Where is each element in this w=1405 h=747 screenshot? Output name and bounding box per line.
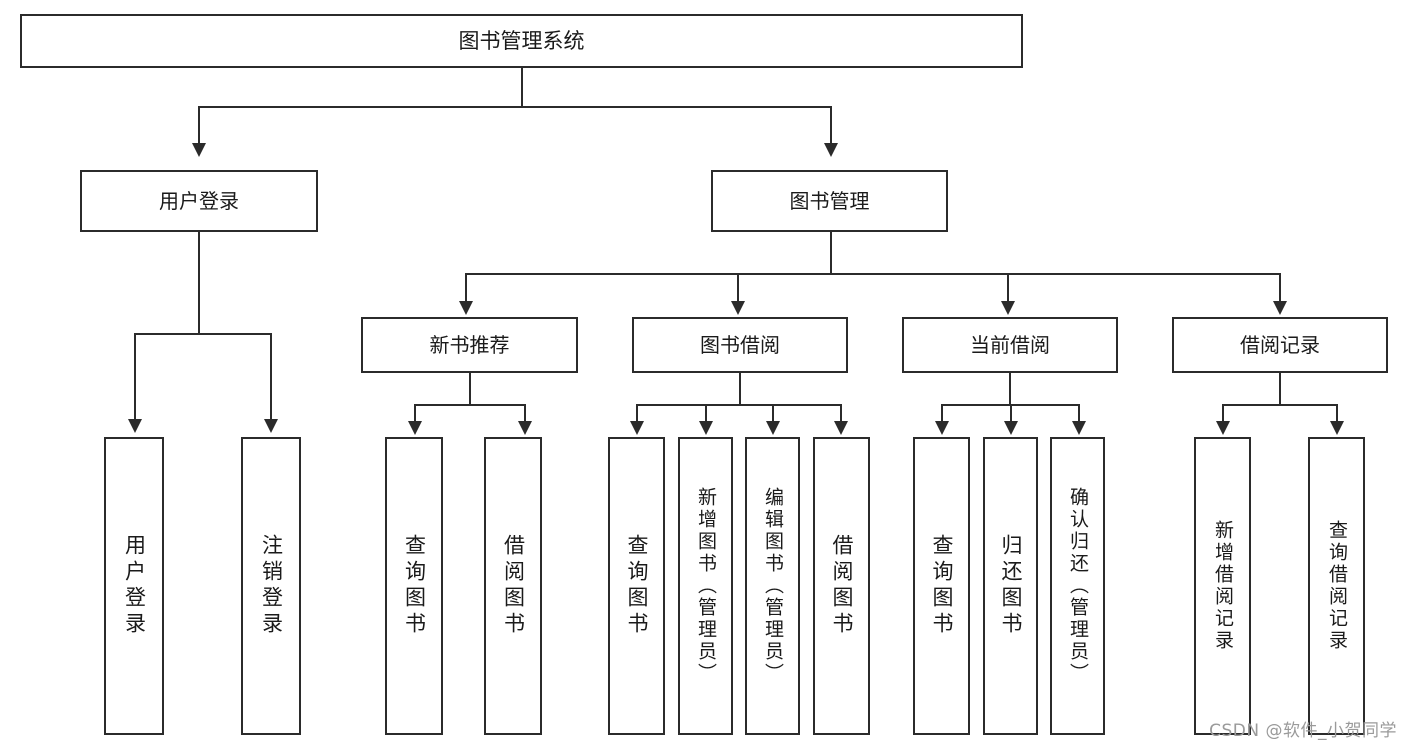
leaf-current-borrow-1[interactable]: 归还图书 xyxy=(983,437,1038,735)
connector-user-login-to-leaf-1 xyxy=(270,333,272,421)
connector-book-management-stem xyxy=(830,232,832,274)
arrowhead-root-to-book-management xyxy=(824,143,838,157)
connector-user-login-bus xyxy=(134,333,270,335)
connector-bb-to-leaf-1 xyxy=(705,404,707,423)
arrowhead-bm-to-book-borrow xyxy=(731,301,745,315)
arrowhead-cb-to-leaf-2 xyxy=(1072,421,1086,435)
arrowhead-bm-to-new-book xyxy=(459,301,473,315)
node-book-management[interactable]: 图书管理 xyxy=(711,170,948,232)
connector-bb-to-leaf-2 xyxy=(772,404,774,423)
connector-new-book-stem xyxy=(469,373,471,405)
arrowhead-bm-to-borrow-record xyxy=(1273,301,1287,315)
leaf-label: 新增借阅记录 xyxy=(1212,520,1234,652)
leaf-label: 用户登录 xyxy=(122,534,147,638)
connector-new-book-bus xyxy=(414,404,526,406)
leaf-label: 编辑图书（管理员） xyxy=(762,487,784,685)
connector-root-bus xyxy=(198,106,832,108)
leaf-label: 查询图书 xyxy=(625,534,649,638)
connector-bb-to-leaf-3 xyxy=(840,404,842,423)
connector-br-to-leaf-1 xyxy=(1336,404,1338,423)
node-root-book-management-system[interactable]: 图书管理系统 xyxy=(20,14,1023,68)
leaf-new-book-recommend-1[interactable]: 借阅图书 xyxy=(484,437,542,735)
connector-new-book-to-leaf-0 xyxy=(414,404,416,423)
arrowhead-br-to-leaf-0 xyxy=(1216,421,1230,435)
arrowhead-cb-to-leaf-0 xyxy=(935,421,949,435)
connector-user-login-stem xyxy=(198,232,200,334)
connector-bm-to-borrow-record xyxy=(1279,273,1281,303)
arrowhead-user-login-to-leaf-1 xyxy=(264,419,278,433)
connector-root-to-book-management xyxy=(830,106,832,146)
arrowhead-user-login-to-leaf-0 xyxy=(128,419,142,433)
arrowhead-new-book-to-leaf-1 xyxy=(518,421,532,435)
connector-book-borrow-stem xyxy=(739,373,741,405)
connector-user-login-to-leaf-0 xyxy=(134,333,136,421)
connector-bm-to-current-borrow xyxy=(1007,273,1009,303)
leaf-label: 查询图书 xyxy=(930,534,954,638)
arrowhead-root-to-user-login xyxy=(192,143,206,157)
connector-cb-to-leaf-0 xyxy=(941,404,943,423)
arrowhead-cb-to-leaf-1 xyxy=(1004,421,1018,435)
connector-bm-to-new-book xyxy=(465,273,467,303)
leaf-user-login-1[interactable]: 注销登录 xyxy=(241,437,301,735)
arrowhead-new-book-to-leaf-0 xyxy=(408,421,422,435)
node-new-book-recommend[interactable]: 新书推荐 xyxy=(361,317,578,373)
connector-borrow-record-stem xyxy=(1279,373,1281,405)
connector-root-to-user-login xyxy=(198,106,200,146)
leaf-book-borrow-1[interactable]: 新增图书（管理员） xyxy=(678,437,733,735)
node-book-borrow[interactable]: 图书借阅 xyxy=(632,317,848,373)
leaf-label: 确认归还（管理员） xyxy=(1067,487,1089,685)
arrowhead-bb-to-leaf-2 xyxy=(766,421,780,435)
leaf-book-borrow-0[interactable]: 查询图书 xyxy=(608,437,665,735)
leaf-new-book-recommend-0[interactable]: 查询图书 xyxy=(385,437,443,735)
arrowhead-bb-to-leaf-3 xyxy=(834,421,848,435)
node-borrow-record[interactable]: 借阅记录 xyxy=(1172,317,1388,373)
connector-current-borrow-stem xyxy=(1009,373,1011,405)
node-current-borrow[interactable]: 当前借阅 xyxy=(902,317,1118,373)
leaf-label: 新增图书（管理员） xyxy=(695,487,717,685)
leaf-label: 查询借阅记录 xyxy=(1326,520,1348,652)
leaf-label: 查询图书 xyxy=(402,534,427,638)
connector-book-borrow-bus xyxy=(636,404,842,406)
arrowhead-bm-to-current-borrow xyxy=(1001,301,1015,315)
node-user-login[interactable]: 用户登录 xyxy=(80,170,318,232)
leaf-label: 归还图书 xyxy=(999,534,1023,638)
connector-new-book-to-leaf-1 xyxy=(524,404,526,423)
connector-book-management-bus xyxy=(465,273,1281,275)
leaf-user-login-0[interactable]: 用户登录 xyxy=(104,437,164,735)
connector-br-to-leaf-0 xyxy=(1222,404,1224,423)
leaf-current-borrow-0[interactable]: 查询图书 xyxy=(913,437,970,735)
arrowhead-bb-to-leaf-1 xyxy=(699,421,713,435)
connector-borrow-record-bus xyxy=(1222,404,1338,406)
connector-cb-to-leaf-2 xyxy=(1078,404,1080,423)
arrowhead-bb-to-leaf-0 xyxy=(630,421,644,435)
leaf-borrow-record-0[interactable]: 新增借阅记录 xyxy=(1194,437,1251,735)
connector-bb-to-leaf-0 xyxy=(636,404,638,423)
leaf-book-borrow-3[interactable]: 借阅图书 xyxy=(813,437,870,735)
leaf-label: 借阅图书 xyxy=(830,534,854,638)
arrowhead-br-to-leaf-1 xyxy=(1330,421,1344,435)
connector-root-stem xyxy=(521,68,523,107)
connector-bm-to-book-borrow xyxy=(737,273,739,303)
leaf-label: 注销登录 xyxy=(259,534,284,638)
leaf-current-borrow-2[interactable]: 确认归还（管理员） xyxy=(1050,437,1105,735)
leaf-borrow-record-1[interactable]: 查询借阅记录 xyxy=(1308,437,1365,735)
leaf-label: 借阅图书 xyxy=(501,534,526,638)
leaf-book-borrow-2[interactable]: 编辑图书（管理员） xyxy=(745,437,800,735)
connector-cb-to-leaf-1 xyxy=(1010,404,1012,423)
